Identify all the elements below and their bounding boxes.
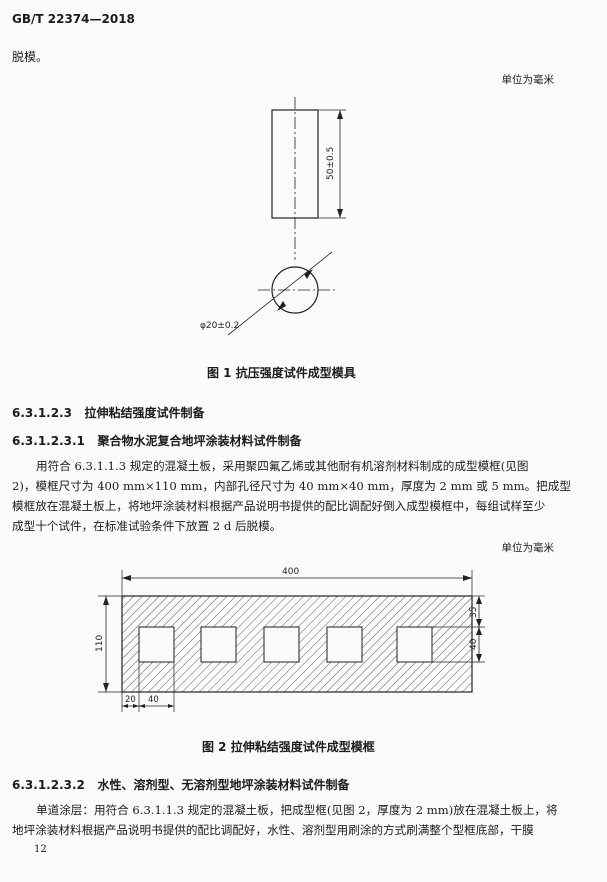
figure1-unit-label: 单位为毫米 — [501, 74, 555, 86]
top-text: 脱模。 — [12, 50, 49, 64]
section-title: 聚合物水泥复合地坪涂装材料试件制备 — [97, 434, 302, 448]
hole-5 — [396, 626, 433, 663]
paragraph2-line1: 单道涂层：用符合 6.3.1.1.3 规定的混凝土板，把成型框(见图 2，厚度为… — [36, 803, 558, 817]
paragraph2-line2: 地坪涂装材料根据产品说明书提供的配比调配好，水性、溶剂型用刷涂的方式刷满整个型框… — [12, 823, 534, 837]
section-number: 6.3.1.2.3.2 — [12, 778, 85, 792]
paragraph1-line1: 用符合 6.3.1.1.3 规定的混凝土板，采用聚四氟乙烯或其他耐有机溶剂材料制… — [36, 459, 529, 473]
section-number: 6.3.1.2.3 — [12, 406, 72, 420]
hole-2 — [200, 626, 237, 663]
hole-width-dimension-label: 40 — [148, 695, 159, 705]
section-title: 拉伸粘结强度试件制备 — [84, 406, 205, 420]
figure2-unit-label: 单位为毫米 — [501, 542, 555, 554]
paragraph1-line3: 模框放在混凝土板上，将地坪涂装材料根据产品说明书提供的配比调配好倒入成型模框中，… — [12, 499, 546, 513]
section-title: 水性、溶剂型、无溶剂型地坪涂装材料试件制备 — [97, 778, 350, 792]
standard-code: GB/T 22374—2018 — [12, 12, 135, 26]
hole-3 — [263, 626, 300, 663]
hole-height-dimension-label: 40 — [469, 638, 479, 650]
paragraph1-line2: 2)，模框尺寸为 400 mm×110 mm，内部孔径尺寸为 40 mm×40 … — [12, 479, 571, 493]
section-number: 6.3.1.2.3.1 — [12, 434, 85, 448]
diameter-label: φ20±0.2 — [200, 321, 239, 331]
section-6-3-1-2-3-1: 6.3.1.2.3.1 聚合物水泥复合地坪涂装材料试件制备 — [12, 432, 301, 449]
figure1-caption: 图 1 抗压强度试件成型模具 — [207, 366, 356, 380]
paragraph1-line4: 成型十个试件，在标准试验条件下放置 2 d 后脱模。 — [12, 519, 282, 533]
figure2-drawing: 400 110 35 40 20 40 — [95, 567, 485, 712]
figure1-drawing: 50±0.5 φ20±0.2 — [200, 97, 346, 336]
width-dimension-label: 400 — [282, 567, 299, 577]
top-margin-dimension-label: 35 — [469, 607, 479, 618]
hole-1 — [138, 626, 175, 663]
section-6-3-1-2-3: 6.3.1.2.3 拉伸粘结强度试件制备 — [12, 404, 205, 421]
height-dimension-label: 50±0.5 — [326, 147, 336, 180]
figure2-caption: 图 2 拉伸粘结强度试件成型模框 — [202, 740, 375, 754]
height-dimension-label: 110 — [95, 635, 105, 652]
hole-4 — [326, 626, 363, 663]
page-number: 12 — [34, 844, 47, 855]
left-margin-dimension-label: 20 — [125, 695, 136, 705]
mold-top-view — [271, 266, 319, 314]
section-6-3-1-2-3-2: 6.3.1.2.3.2 水性、溶剂型、无溶剂型地坪涂装材料试件制备 — [12, 776, 349, 793]
diameter-leader — [227, 251, 333, 336]
